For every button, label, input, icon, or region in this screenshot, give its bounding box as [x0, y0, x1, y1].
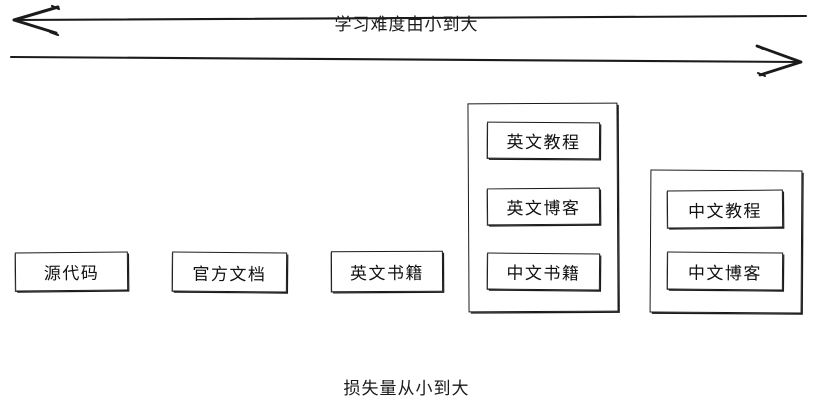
node-label: 中文教程 [687, 201, 763, 222]
node-official-docs[interactable]: 官方文档 [171, 251, 288, 293]
arrow-left-icon [12, 4, 808, 37]
node-label: 英文教程 [506, 132, 581, 154]
node-chinese-blog[interactable]: 中文博客 [666, 251, 784, 291]
node-english-tutorial[interactable]: 英文教程 [486, 121, 601, 160]
top-axis-label: 学习难度由小到大 [334, 15, 479, 35]
node-english-blog[interactable]: 英文博客 [486, 187, 601, 226]
node-label: 官方文档 [192, 264, 267, 285]
bottom-axis-arrow [0, 40, 813, 80]
top-axis-arrow [0, 0, 813, 40]
node-label: 中文书籍 [506, 263, 581, 285]
node-label: 英文博客 [506, 198, 581, 220]
node-english-books[interactable]: 英文书籍 [330, 250, 444, 293]
bottom-axis-label: 损失量从小到大 [343, 379, 470, 399]
node-chinese-tutorial[interactable]: 中文教程 [666, 189, 784, 229]
node-label: 中文博客 [687, 263, 763, 284]
node-label: 源代码 [43, 263, 100, 285]
node-label: 英文书籍 [349, 263, 425, 285]
arrow-right-icon [9, 44, 803, 77]
node-chinese-books[interactable]: 中文书籍 [486, 252, 601, 291]
node-source-code[interactable]: 源代码 [14, 251, 129, 292]
